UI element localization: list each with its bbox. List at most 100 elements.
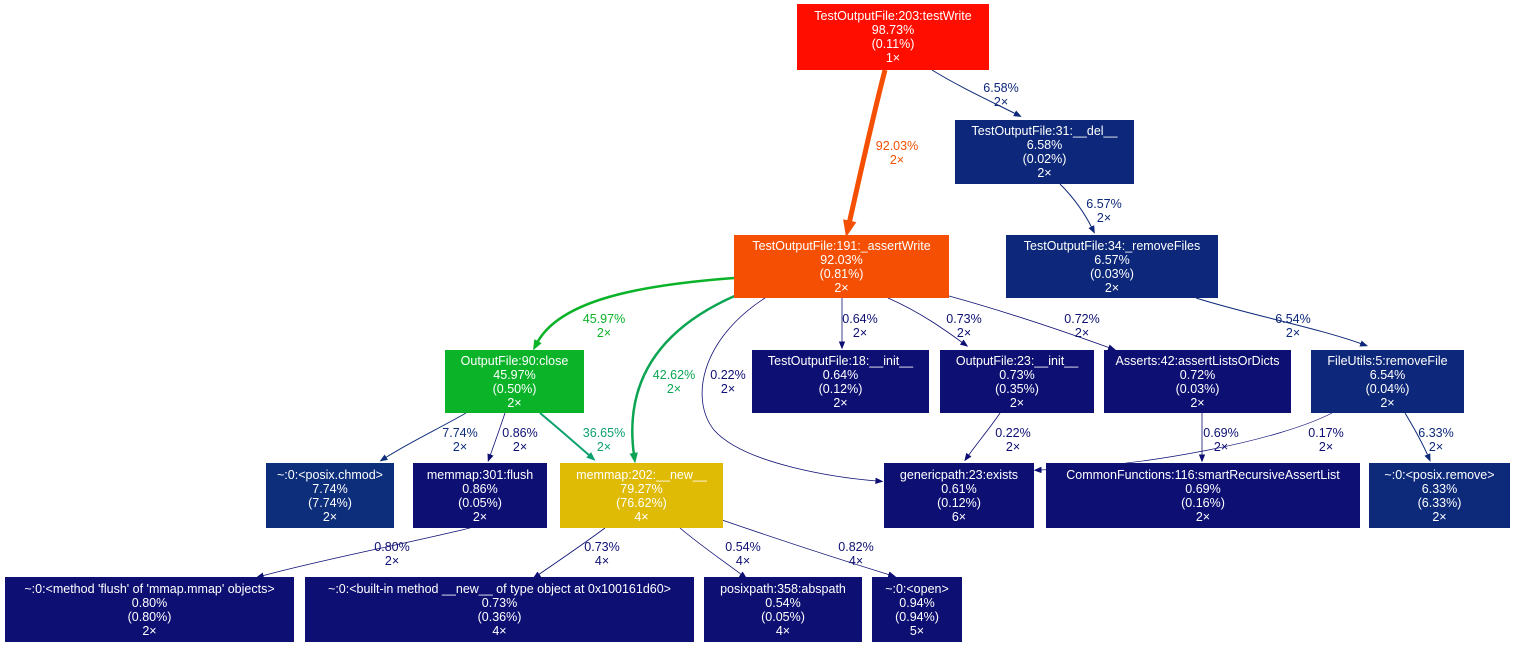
node-total-percent: 6.57%: [1094, 252, 1130, 267]
node-self-percent: (0.05%): [761, 609, 805, 624]
edge-label-testWrite-to-assertWrite: 92.03%2×: [876, 139, 918, 167]
edge-call-count: 2×: [889, 153, 905, 167]
node-call-count: 4×: [492, 623, 507, 638]
edge-call-count: 4×: [594, 554, 610, 568]
node-mflush[interactable]: ~:0:<method 'flush' of 'mmap.mmap' objec…: [5, 577, 294, 642]
node-chmod[interactable]: ~:0:<posix.chmod>7.74%(7.74%)2×: [266, 463, 394, 528]
node-total-percent: 98.73%: [871, 23, 915, 37]
node-function-name: Asserts:42:assertListsOrDicts: [1115, 353, 1280, 368]
node-self-percent: (0.11%): [871, 37, 915, 51]
node-new[interactable]: memmap:202:__new__79.27%(76.62%)4×: [560, 463, 723, 528]
edge-new-to-builtinNew: [532, 527, 606, 579]
node-call-count: 2×: [1380, 395, 1395, 410]
node-function-name: ~:0:<open>: [885, 581, 949, 596]
node-self-percent: (0.12%): [937, 495, 981, 510]
node-function-name: memmap:301:flush: [426, 467, 534, 482]
edge-percent: 0.22%: [995, 426, 1031, 440]
node-total-percent: 0.73%: [999, 367, 1035, 382]
node-function-name: TestOutputFile:203:testWrite: [814, 9, 972, 23]
node-function-name: FileUtils:5:removeFile: [1327, 353, 1448, 368]
node-call-count: 2×: [472, 509, 488, 524]
node-total-percent: 7.74%: [312, 481, 348, 496]
node-ofInit[interactable]: OutputFile:23:__init__0.73%(0.35%)2×: [940, 350, 1094, 413]
node-total-percent: 92.03%: [820, 252, 863, 267]
node-self-percent: (0.50%): [492, 381, 537, 396]
node-del[interactable]: TestOutputFile:31:__del__6.58%(0.02%)2×: [955, 120, 1134, 184]
edge-assertWrite-to-close: [533, 276, 735, 351]
edge-call-count: 4×: [735, 554, 751, 568]
node-total-percent: 79.27%: [620, 481, 663, 496]
edge-percent: 6.57%: [1086, 197, 1122, 211]
edge-label-flush-to-mflush: 0.80%2×: [374, 540, 409, 568]
node-toInit[interactable]: TestOutputFile:18:__init__0.64%(0.12%)2×: [752, 350, 929, 413]
edge-call-count: 4×: [848, 554, 864, 568]
edge-percent: 0.73%: [584, 540, 620, 554]
edge-call-count: 2×: [1213, 440, 1229, 454]
node-call-count: 2×: [1190, 395, 1205, 410]
node-function-name: TestOutputFile:31:__del__: [971, 124, 1118, 138]
node-total-percent: 6.58%: [1026, 138, 1063, 152]
edge-percent: 7.74%: [442, 426, 478, 440]
edge-label-assertWrite-to-ofInit: 0.73%2×: [946, 312, 981, 340]
node-call-count: 6×: [951, 509, 967, 524]
edge-percent: 0.82%: [838, 540, 874, 554]
node-self-percent: (76.62%): [616, 495, 667, 510]
node-function-name: OutputFile:23:__init__: [955, 353, 1079, 368]
node-total-percent: 0.72%: [1179, 367, 1216, 382]
edge-removeFile-to-exists: [1033, 412, 1333, 474]
node-self-percent: (0.02%): [1022, 152, 1067, 166]
node-remove[interactable]: ~:0:<posix.remove>6.33%(6.33%)2×: [1369, 463, 1510, 528]
edge-call-count: 2×: [666, 382, 682, 396]
edge-new-to-open: [721, 519, 897, 578]
edge-label-close-to-new: 36.65%2×: [583, 426, 625, 454]
node-builtinNew[interactable]: ~:0:<built-in method __new__ of type obj…: [305, 577, 694, 642]
edge-call-count: 2×: [1428, 440, 1444, 454]
edge-call-count: 2×: [452, 440, 468, 454]
edge-del-to-removeFiles: [1059, 183, 1095, 234]
edge-percent: 0.72%: [1064, 312, 1100, 326]
edge-call-count: 2×: [512, 440, 528, 454]
edge-assertWrite-to-ofInit: [887, 297, 969, 347]
node-function-name: ~:0:<built-in method __new__ of type obj…: [328, 581, 671, 596]
edge-new-to-abspath: [679, 527, 748, 579]
edge-percent: 6.54%: [1275, 312, 1311, 326]
edge-call-count: 2×: [1285, 326, 1301, 340]
edge-removeFile-to-remove: [1404, 412, 1431, 462]
node-call-count: 2×: [1009, 395, 1025, 410]
node-self-percent: (7.74%): [308, 495, 352, 510]
node-function-name: genericpath:23:exists: [899, 467, 1019, 482]
node-call-count: 4×: [775, 623, 791, 638]
edge-percent: 45.97%: [582, 312, 626, 326]
edge-close-to-flush: [487, 412, 506, 463]
edge-label-assertWrite-to-new: 42.62%2×: [653, 368, 695, 396]
node-self-percent: (0.80%): [127, 609, 172, 624]
node-self-percent: (0.04%): [1365, 381, 1410, 396]
edge-label-del-to-removeFiles: 6.57%2×: [1086, 197, 1121, 225]
edge-label-new-to-builtinNew: 0.73%4×: [584, 540, 619, 568]
node-function-name: ~:0:<posix.remove>: [1384, 467, 1495, 482]
edge-flush-to-mflush: [255, 527, 471, 579]
node-call-count: 2×: [1037, 166, 1052, 180]
edge-label-close-to-flush: 0.86%2×: [502, 426, 537, 454]
edge-percent: 0.73%: [946, 312, 982, 326]
edge-percent: 42.62%: [652, 368, 696, 382]
edge-label-removeFile-to-exists: 0.17%2×: [1308, 426, 1343, 454]
node-smart[interactable]: CommonFunctions:116:smartRecursiveAssert…: [1046, 463, 1360, 528]
edge-ofInit-to-exists: [964, 412, 1001, 462]
edge-call-count: 2×: [720, 382, 736, 396]
node-function-name: OutputFile:90:close: [460, 353, 569, 368]
node-call-count: 2×: [834, 280, 849, 295]
node-self-percent: (0.03%): [1175, 381, 1220, 396]
node-open[interactable]: ~:0:<open>0.94%(0.94%)5×: [872, 577, 962, 642]
node-total-percent: 0.54%: [765, 595, 801, 610]
